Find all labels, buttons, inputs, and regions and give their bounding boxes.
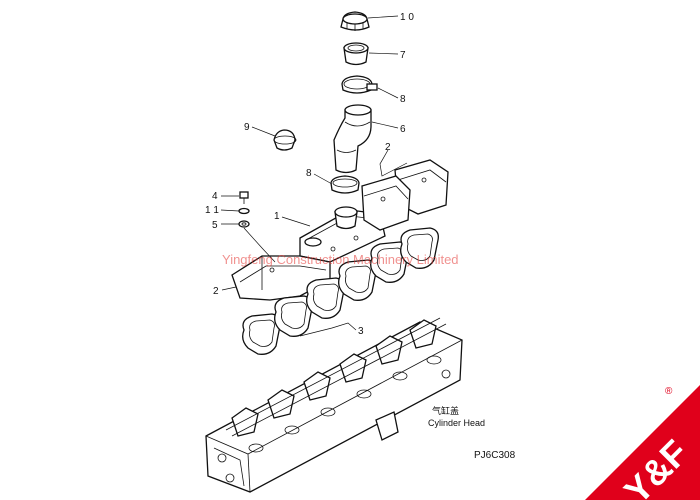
registered-mark: ® [665, 386, 673, 397]
callout-11: 1 1 [205, 205, 219, 216]
callout-7: 7 [400, 50, 406, 61]
rocker-cover-part [299, 206, 386, 263]
callout-8-lower: 8 [306, 168, 312, 179]
callout-8-upper: 8 [400, 94, 406, 105]
callout-1: 1 [274, 211, 280, 222]
drawing-code: PJ6C308 [474, 450, 516, 461]
callout-2-upper: 2 [385, 142, 391, 153]
callout-3: 3 [358, 326, 364, 337]
callout-9: 9 [244, 122, 250, 133]
callout-4: 4 [212, 191, 218, 202]
filler-ring-part [343, 42, 369, 66]
caption-english: Cylinder Head [428, 418, 485, 428]
plug-part [273, 129, 297, 151]
cylinder-head-part [205, 317, 463, 493]
callout-6: 6 [400, 124, 406, 135]
filler-hose-part [333, 104, 372, 174]
callout-5: 5 [212, 220, 218, 231]
yf-logo: Y&F ® [585, 382, 700, 500]
cover-gasket-part [242, 227, 439, 355]
caption-chinese: 气缸盖 [432, 405, 459, 416]
callout-2-lower: 2 [213, 286, 219, 297]
company-watermark: Yingfeng Construction Machinery Limited [222, 252, 459, 267]
hose-clamp-upper-part [341, 75, 378, 94]
oil-filler-cap-part [340, 11, 370, 31]
callout-10: 1 0 [400, 12, 414, 23]
hose-clamp-lower-part [330, 175, 360, 194]
